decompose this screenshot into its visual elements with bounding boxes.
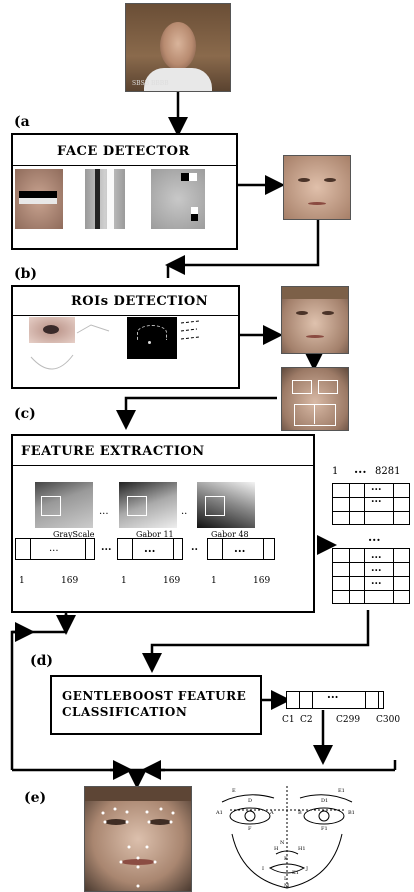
matrix-top-block: ......: [332, 482, 410, 525]
landmark-F1: F1: [321, 826, 328, 832]
index-end-1: 169: [61, 576, 79, 586]
gabor11-patch: [119, 482, 177, 528]
landmark-I: I: [262, 866, 264, 872]
matrix-end-label: 8281: [375, 466, 401, 477]
feature-extraction-box: FEATURE EXTRACTION ... .. GrayScale Gabo…: [11, 434, 315, 613]
classification-title-line2: CLASSIFICATION: [62, 705, 188, 719]
input-video-frame: SBSB BBBB: [125, 3, 231, 92]
index-start-3: 1: [211, 576, 217, 586]
patch-ellipsis-1: ...: [99, 506, 109, 517]
landmark-A1: A1: [216, 810, 223, 816]
landmark-K: K: [284, 856, 288, 862]
title-divider: [13, 315, 238, 316]
step-label-a: (a: [14, 114, 30, 130]
landmark-M: M: [284, 883, 290, 889]
filter-label-gabor11: Gabor 11: [136, 530, 174, 539]
step-label-b: (b): [14, 266, 38, 282]
index-end-3: 169: [253, 576, 271, 586]
face-with-roi-boxes: [281, 367, 349, 431]
step-label-d: (d): [30, 653, 54, 669]
landmark-A: A: [270, 810, 274, 816]
landmark-D1: D1: [321, 798, 329, 804]
matrix-dots-label: ...: [354, 462, 367, 476]
vector-gap-2: ..: [191, 542, 198, 553]
gabor48-patch: [197, 482, 255, 528]
roi-detection-title: ROIs DETECTION: [71, 294, 209, 309]
title-divider: [13, 465, 313, 466]
face-with-landmarks: [84, 786, 192, 892]
eye-edge-map: [127, 317, 177, 359]
grayscale-patch: [35, 482, 93, 528]
index-start-1: 1: [19, 576, 25, 586]
landmark-J: J: [306, 866, 309, 872]
classifier-label-c300: C300: [376, 715, 401, 725]
vector-dots: ...: [234, 542, 246, 555]
index-end-2: 169: [163, 576, 181, 586]
landmark-D: D: [248, 798, 253, 804]
filter-label-gabor48: Gabor 48: [211, 530, 249, 539]
haar-feature-checker: [151, 169, 205, 229]
title-divider: [13, 165, 236, 166]
landmark-F: F: [248, 826, 252, 832]
classification-title-line1: GENTLEBOOST FEATURE: [62, 689, 247, 703]
matrix-bottom-block: .........: [332, 548, 410, 604]
classification-box: GENTLEBOOST FEATURE CLASSIFICATION: [50, 675, 262, 735]
sweater: [144, 68, 212, 91]
landmark-sketch: [221, 786, 353, 890]
detected-face-crop: [283, 155, 351, 220]
classifier-label-c2: C2: [300, 715, 313, 725]
haar-feature-vertical: [85, 169, 125, 229]
landmark-H1: H1: [298, 846, 306, 852]
vector-gap-1: ...: [101, 542, 112, 553]
feature-extraction-title: FEATURE EXTRACTION: [21, 444, 205, 459]
frame-caption: SBSB BBBB: [132, 80, 169, 87]
face-detector-box: FACE DETECTOR: [11, 133, 238, 250]
roi-detection-box: ROIs DETECTION: [11, 285, 240, 389]
landmark-K1: K1: [292, 870, 299, 876]
face-detector-title: FACE DETECTOR: [57, 144, 190, 159]
matrix-start-label: 1: [332, 466, 339, 477]
landmark-diagram: A1 A B B1 D D1 E E1 F F1 H H1 I J K L M …: [212, 784, 362, 890]
classifier-label-c1: C1: [282, 715, 295, 725]
eye-region: [29, 317, 75, 343]
landmark-L: L: [284, 876, 288, 882]
index-start-2: 1: [121, 576, 127, 586]
matrix-middle-dots: ...: [368, 530, 381, 544]
landmark-E: E: [232, 788, 236, 794]
haar-feature-horizontal: [15, 169, 63, 229]
vector-dots: ...: [49, 543, 59, 554]
landmark-points: [101, 807, 175, 888]
roi-profile-curves: [30, 320, 200, 370]
face-for-roi: [281, 286, 349, 354]
patch-ellipsis-2: ..: [181, 506, 188, 517]
face-in-frame: [160, 22, 196, 70]
classifier-label-c299: C299: [336, 715, 361, 725]
landmark-H: H: [274, 846, 279, 852]
step-label-e: (e): [24, 790, 47, 806]
landmark-B1: B1: [348, 810, 355, 816]
landmark-B: B: [298, 810, 302, 816]
step-label-c: (c): [14, 406, 36, 422]
filter-label-grayscale: GrayScale: [53, 530, 95, 539]
landmark-E1: E1: [338, 788, 345, 794]
vector-dots: ...: [144, 542, 156, 555]
landmark-N: N: [280, 840, 285, 846]
